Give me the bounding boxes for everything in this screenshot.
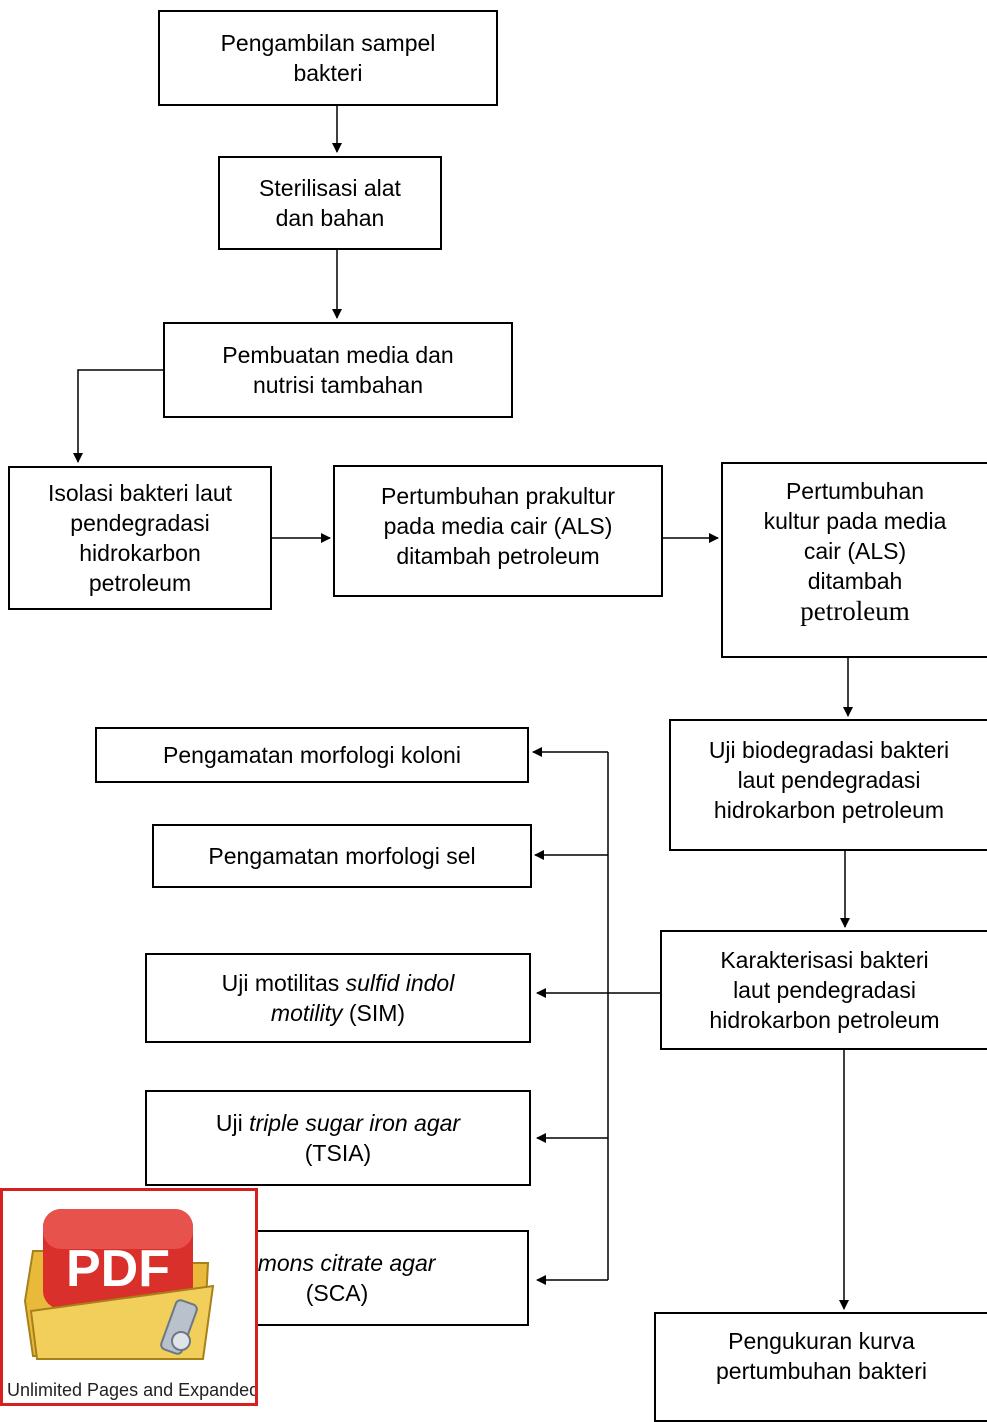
box-media: Pembuatan media dan nutrisi tambahan xyxy=(163,322,513,418)
pdf-badge-caption: Unlimited Pages and Expanded Features xyxy=(7,1380,258,1400)
box-cell: Pengamatan morfologi sel xyxy=(152,824,532,888)
box-sca-line-2: (SCA) xyxy=(305,1280,369,1306)
box-preculture-line-2: pada media cair (ALS) xyxy=(383,513,613,539)
box-culture-line-1: Pertumbuhan xyxy=(785,478,925,504)
box-isolation-line-4: petroleum xyxy=(88,570,192,596)
box-isolation-line-2: pendegradasi xyxy=(70,510,210,536)
box-sampling-line-2: bakteri xyxy=(293,60,363,86)
box-sim-suffix: (SIM) xyxy=(342,1000,406,1026)
box-culture-line-4: ditambah xyxy=(807,568,903,594)
box-isolation-line-3: hidrokarbon xyxy=(79,540,201,566)
box-sim-italic-2: motility xyxy=(270,1000,343,1026)
box-sim-line-2: motility (SIM) xyxy=(271,998,405,1028)
box-cell-line-1: Pengamatan morfologi sel xyxy=(208,843,476,869)
box-tsia: Uji triple sugar iron agar (TSIA) xyxy=(145,1090,531,1186)
box-culture-line-3: cair (ALS) xyxy=(803,538,907,564)
box-biodegradation-line-2: laut pendegradasi xyxy=(737,767,921,793)
box-tsia-line-2: (TSIA) xyxy=(304,1140,372,1166)
box-biodegradation-line-1: Uji biodegradasi bakteri xyxy=(708,737,950,763)
box-tsia-line-1: Uji triple sugar iron agar xyxy=(216,1108,460,1138)
box-biodegradation: Uji biodegradasi bakteri laut pendegrada… xyxy=(669,719,987,851)
box-preculture-line-3: ditambah petroleum xyxy=(396,543,600,569)
box-characterization-line-3: hidrokarbon petroleum xyxy=(709,1007,940,1033)
box-sca-line-1: mmons citrate agar xyxy=(239,1248,436,1278)
box-media-line-2: nutrisi tambahan xyxy=(252,372,424,398)
box-tsia-italic: triple sugar iron agar xyxy=(249,1110,461,1136)
pdf-watermark-badge: PDF Unlimited Pages and Expanded Feature… xyxy=(0,1188,258,1406)
box-media-line-1: Pembuatan media dan xyxy=(222,342,454,368)
box-characterization-line-1: Karakterisasi bakteri xyxy=(720,947,929,973)
box-sampling-line-1: Pengambilan sampel xyxy=(220,30,436,56)
box-isolation-line-1: Isolasi bakteri laut xyxy=(47,480,233,506)
box-sca-italic: mmons citrate agar xyxy=(238,1250,436,1276)
box-tsia-prefix: Uji xyxy=(215,1110,250,1136)
box-growth-curve-line-1: Pengukuran kurva xyxy=(728,1328,915,1354)
box-sampling: Pengambilan sampel bakteri xyxy=(158,10,498,106)
box-growth-curve-line-2: pertumbuhan bakteri xyxy=(716,1358,927,1384)
box-isolation: Isolasi bakteri laut pendegradasi hidrok… xyxy=(8,466,272,610)
box-sim: Uji motilitas sulfid indol motility (SIM… xyxy=(145,953,531,1043)
box-colony: Pengamatan morfologi koloni xyxy=(95,727,529,783)
box-sterilization-line-1: Sterilisasi alat xyxy=(259,175,401,201)
box-sim-prefix: Uji motilitas xyxy=(221,970,346,996)
box-preculture: Pertumbuhan prakultur pada media cair (A… xyxy=(333,465,663,597)
box-sim-italic-1: sulfid indol xyxy=(345,970,455,996)
pdf-icon-label: PDF xyxy=(66,1240,170,1298)
box-preculture-line-1: Pertumbuhan prakultur xyxy=(381,483,615,509)
box-characterization-line-2: laut pendegradasi xyxy=(733,977,916,1003)
arrow-media-isolation xyxy=(73,369,163,463)
box-colony-line-1: Pengamatan morfologi koloni xyxy=(163,742,461,768)
box-biodegradation-line-3: hidrokarbon petroleum xyxy=(713,797,945,823)
box-sim-line-1: Uji motilitas sulfid indol xyxy=(222,968,455,998)
box-sterilization-line-2: dan bahan xyxy=(275,205,385,231)
box-sterilization: Sterilisasi alat dan bahan xyxy=(218,156,442,250)
box-culture-line-5: petroleum xyxy=(800,596,910,626)
box-characterization: Karakterisasi bakteri laut pendegradasi … xyxy=(660,930,987,1050)
box-culture-line-2: kultur pada media xyxy=(763,508,947,534)
pdf-folder-icon: PDF xyxy=(23,1209,215,1360)
box-culture: Pertumbuhan kultur pada media cair (ALS)… xyxy=(721,462,987,658)
